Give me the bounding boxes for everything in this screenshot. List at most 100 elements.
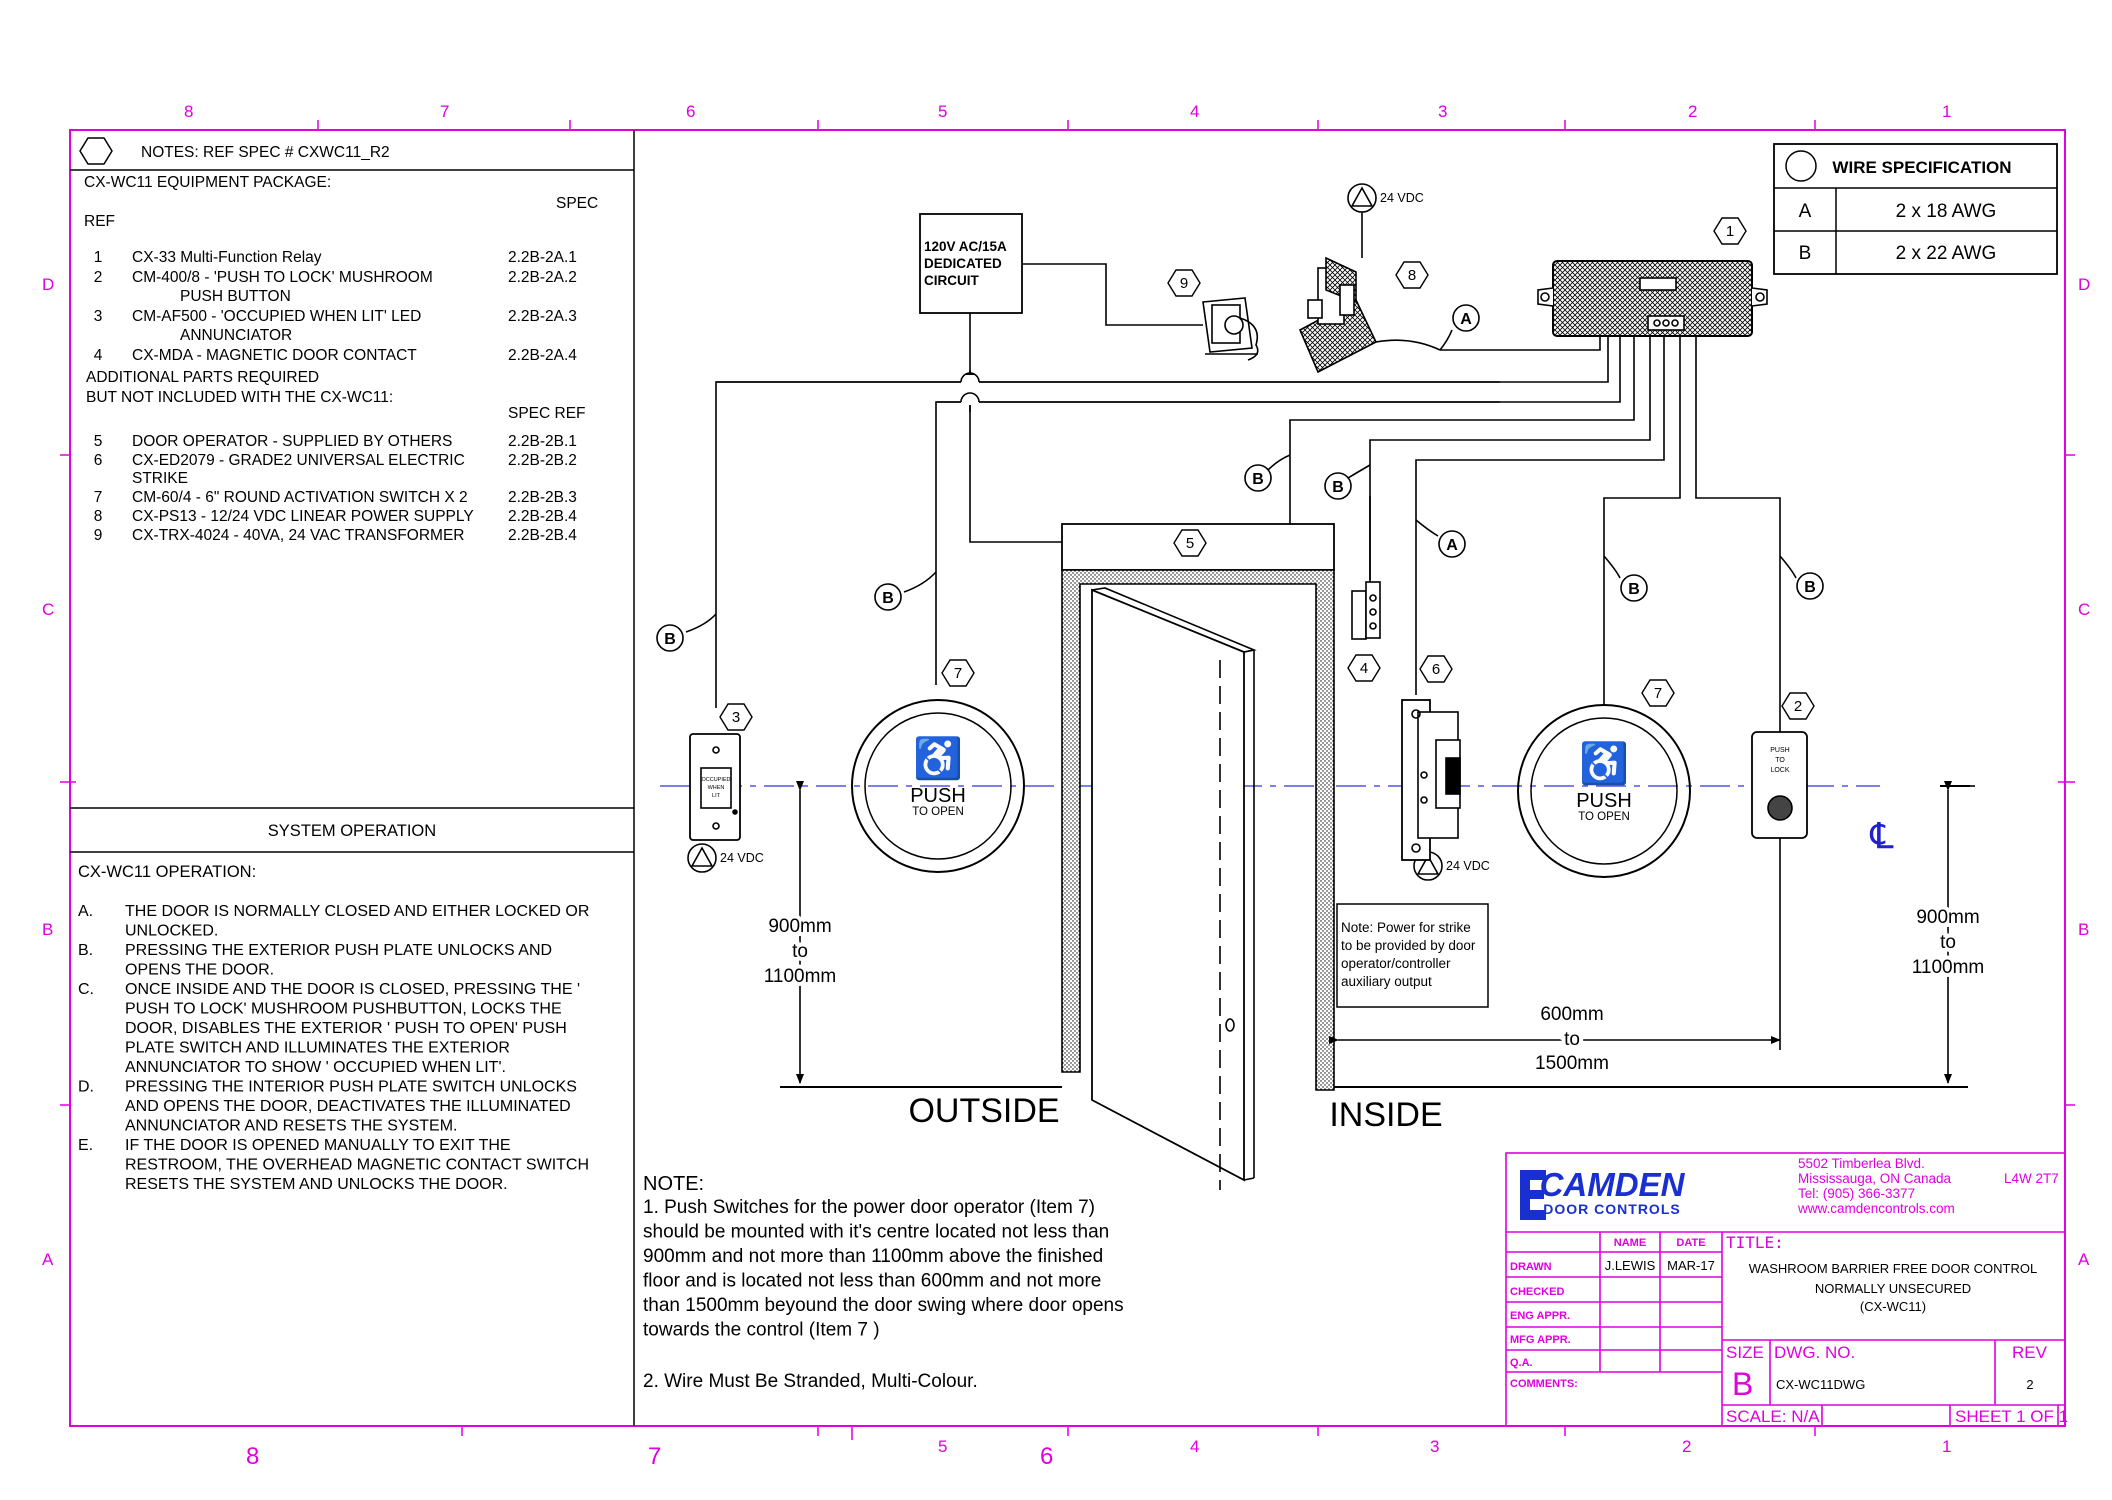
row-eng-appr: ENG APPR. [1510,1310,1570,1322]
push-plate-interior [1517,704,1691,878]
occupied-text-1: OCCUPIED [701,777,730,783]
height-right-2: to [1940,932,1956,953]
height-left-3: 1100mm [764,966,837,987]
operation-step-line: DOOR, DISABLES THE EXTERIOR ' PUSH TO OP… [125,1020,567,1037]
zone-bottom-4: 4 [1190,1437,1199,1456]
operation-step-line: PRESSING THE INTERIOR PUSH PLATE SWITCH … [125,1079,577,1096]
operation-step-line: AND OPENS THE DOOR, DEACTIVATES THE ILLU… [125,1098,571,1115]
wire-tag-a-1-text: A [1460,311,1472,328]
vdc-label-strike: 24 VDC [1446,859,1490,873]
wire-tag-a-2-text: A [1446,537,1458,554]
drawn-date: MAR-17 [1667,1258,1715,1273]
operation-step-letter: A. [78,903,93,920]
ref-label: REF [84,213,115,230]
equipment-item-spec: 2.2B-2A.4 [508,347,577,364]
balloon-7-exterior: 7 [954,665,962,682]
postal-code: L4W 2T7 [2004,1171,2059,1186]
wire-spec-ref-b: B [1799,243,1812,264]
wheelchair-icon-interior: ♿ [1579,740,1629,786]
scale-label: SCALE: N/A [1726,1407,1820,1426]
strike-note-3: operator/controller [1341,956,1451,971]
balloon-2: 2 [1794,698,1802,715]
centerline-symbol: ℄ [1869,815,1893,856]
row-drawn: DRAWN [1510,1261,1552,1273]
extra-item-desc: CX-PS13 - 12/24 VDC LINEAR POWER SUPPLY [132,508,474,525]
vdc-label-annunciator: 24 VDC [720,851,764,865]
wire-tag-b-5-text: B [882,590,894,607]
occupied-annunciator [689,733,741,841]
zone-bottom-2: 2 [1682,1437,1691,1456]
extra-item-desc: CM-60/4 - 6" ROUND ACTIVATION SWITCH X 2 [132,489,468,506]
height-right-1: 900mm [1916,907,1979,928]
circuit-label-2: DEDICATED [924,256,1002,271]
height-left-2: to [792,941,808,962]
rev-label: REV [2012,1343,2048,1362]
wire-tag-b-6-text: B [664,631,676,648]
strike-note-4: auxiliary output [1341,974,1432,989]
wire-tag-b-1 [1244,454,1291,492]
circuit-label-1: 120V AC/15A [924,239,1007,254]
extra-item-spec: 2.2B-2B.4 [508,527,577,544]
equipment-item-desc: CM-AF500 - 'OCCUPIED WHEN LIT' LED [132,308,421,325]
wire-tag-b-4 [1779,555,1824,600]
operation-step-line: RESTROOM, THE OVERHEAD MAGNETIC CONTACT … [125,1157,589,1174]
zone-bottom-7: 7 [648,1443,661,1470]
bottom-note-title: NOTE: [643,1173,704,1195]
zone-bottom-8: 8 [246,1443,259,1470]
extra-item-number: 6 [94,452,103,469]
outside-label: OUTSIDE [908,1092,1059,1130]
vdc-label-top: 24 VDC [1380,191,1424,205]
logo-sub: DOOR CONTROLS [1543,1201,1680,1217]
operation-step-line: PUSH TO LOCK' MUSHROOM PUSHBUTTON, LOCKS… [125,1001,562,1018]
additional-parts-2: BUT NOT INCLUDED WITH THE CX-WC11: [86,389,393,406]
zone-top-8: 8 [184,102,193,121]
balloon-5: 5 [1186,535,1194,552]
address-4: www.camdencontrols.com [1797,1201,1955,1216]
equipment-item-spec: 2.2B-2A.3 [508,308,577,325]
equipment-item-spec: 2.2B-2A.1 [508,249,577,266]
strike-note-2: to be provided by door [1341,938,1476,953]
extra-item-number: 8 [94,508,103,525]
operation-steps: A.THE DOOR IS NORMALLY CLOSED AND EITHER… [78,903,589,1193]
wire-tag-b-1-text: B [1252,471,1264,488]
magnetic-contact-icon [1351,496,1381,640]
zone-top-3: 3 [1438,102,1447,121]
title-block [1505,1152,2066,1427]
row-mfg-appr: MFG APPR. [1510,1334,1571,1346]
diagram-labels: 120V AC/15A DEDICATED CIRCUIT 24 VDC 24 … [643,191,1988,1392]
dwg-number: CX-WC11DWG [1776,1377,1865,1392]
occupied-text-3: LIT [712,793,721,799]
logo-main: CAMDEN [1540,1166,1686,1203]
extra-item-number: 7 [94,489,103,506]
wire-tag-b-2-text: B [1332,479,1344,496]
extra-item-spec: 2.2B-2B.3 [508,489,577,506]
equipment-item-number: 1 [94,249,103,266]
extra-item-number: 5 [94,433,103,450]
balloon-6: 6 [1432,661,1440,678]
equipment-item-number: 3 [94,308,103,325]
operation-step-line: ANNUNCIATOR TO SHOW ' OCCUPIED WHEN LIT'… [125,1059,506,1076]
vdc-annunciator-icon [687,843,717,873]
bottom-note-line: than 1500mm beyound the door swing where… [643,1295,1124,1316]
bottom-note-line-2: 2. Wire Must Be Stranded, Multi-Colour. [643,1371,978,1392]
operation-step-letter: B. [78,942,93,959]
title-block-text: CAMDEN DOOR CONTROLS 5502 Timberlea Blvd… [1510,1156,2068,1426]
zone-left-a: A [42,1250,54,1269]
balloon-7-interior: 7 [1654,685,1662,702]
system-operation-title: SYSTEM OPERATION [268,822,436,840]
zone-bottom-3: 3 [1430,1437,1439,1456]
wheelchair-icon-exterior: ♿ [913,735,963,781]
row-checked: CHECKED [1510,1286,1564,1298]
zone-bottom-1: 1 [1942,1437,1951,1456]
wire-tag-b-6 [656,613,717,652]
bottom-note-line: 1. Push Switches for the power door oper… [643,1197,1095,1218]
drawing-title-3: (CX-WC11) [1860,1299,1926,1314]
distance-2: to [1564,1029,1580,1050]
spec-ref-label: SPEC REF [508,405,586,422]
extra-item-desc: DOOR OPERATOR - SUPPLIED BY OTHERS [132,433,452,450]
balloon-8: 8 [1408,267,1416,284]
equipment-item-desc-cont: PUSH BUTTON [180,288,291,305]
zone-left-c: C [42,600,54,619]
